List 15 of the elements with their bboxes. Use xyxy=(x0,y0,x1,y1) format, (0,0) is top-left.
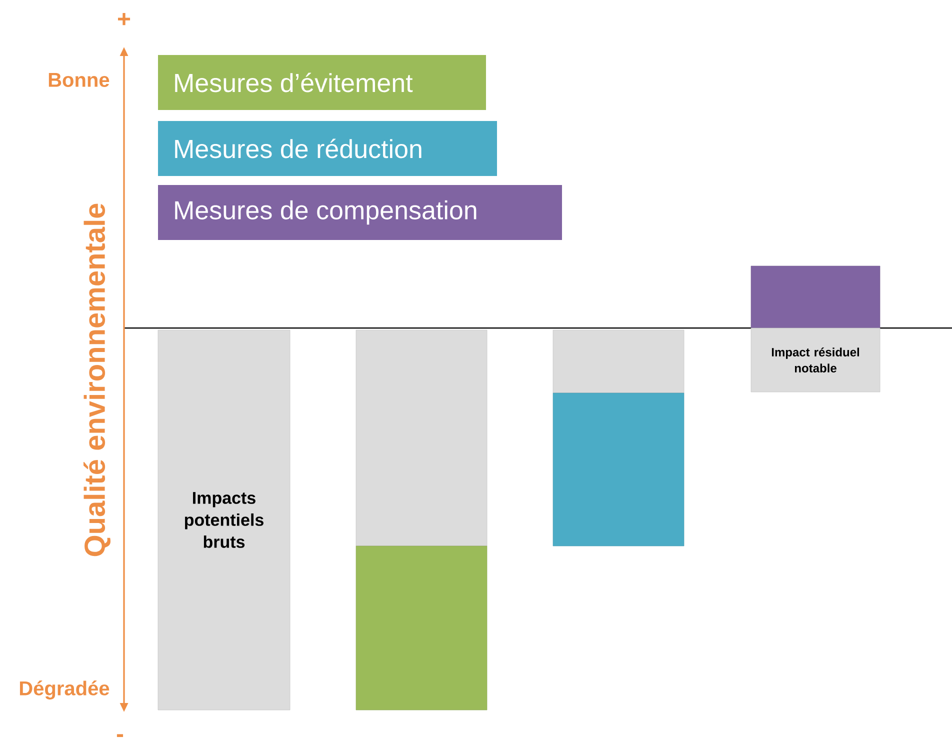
impact-bar: Impacts potentiels bruts xyxy=(158,330,290,710)
axis-end-sign: - xyxy=(116,734,124,738)
bar-segment xyxy=(356,546,488,710)
measure-box: Mesures de réduction xyxy=(158,121,497,176)
axis-label: Dégradée xyxy=(20,680,110,700)
measure-box: Mesures de compensation xyxy=(158,185,562,240)
measure-box: Mesures d’évitement xyxy=(158,55,486,110)
bar-segment xyxy=(552,392,684,546)
axis-end-sign: + xyxy=(118,12,130,26)
bar-segment xyxy=(552,330,684,394)
bar-segment xyxy=(750,266,880,328)
bar-segment xyxy=(356,330,488,546)
axis-label: Bonne xyxy=(48,73,110,87)
residual-impact-bar: Impact résiduel notable xyxy=(750,328,880,392)
axis-title: Qualité environnementale xyxy=(84,204,110,556)
